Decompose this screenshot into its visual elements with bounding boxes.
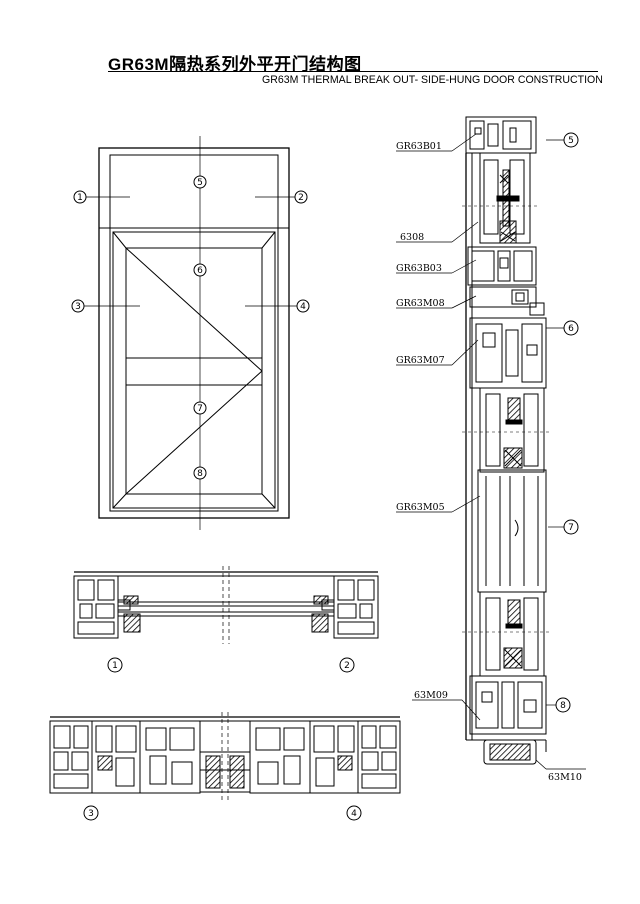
- section-callout-7-label: 7: [568, 523, 574, 533]
- hsection-callout-1-label: 1: [112, 661, 118, 671]
- label-63m10: 63M10: [548, 772, 582, 783]
- label-gr63m07: GR63M07: [396, 355, 445, 366]
- hsection-callout-4-label: 4: [351, 809, 357, 819]
- label-gr63b03: GR63B03: [396, 263, 442, 274]
- section-leaders: [396, 133, 586, 770]
- callout-1-label: 1: [77, 193, 83, 203]
- section-callouts: 5 6 7 8: [555, 132, 579, 713]
- label-6308: 6308: [400, 232, 424, 243]
- hsection-callout-1: [107, 657, 123, 673]
- section-callout-6: [563, 320, 579, 336]
- callout-7-label: 7: [197, 404, 203, 414]
- callout-6-label: 6: [197, 266, 203, 276]
- callout-2-label: 2: [298, 193, 304, 203]
- horizontal-section-1-2: [73, 566, 379, 644]
- door-elevation: [84, 136, 298, 530]
- horizontal-section-3-4: [49, 712, 401, 800]
- section-callout-8-label: 8: [560, 701, 566, 711]
- section-callout-6-label: 6: [568, 324, 574, 334]
- callout-5: [193, 175, 207, 189]
- callout-7: [193, 401, 207, 415]
- label-gr63b01: GR63B01: [396, 141, 442, 152]
- section-callout-8: [555, 697, 571, 713]
- elevation-callouts: 1 2 3 4 5 6 7 8: [71, 175, 310, 480]
- hsection-callout-3-label: 3: [88, 809, 94, 819]
- hsection-callout-2: [339, 657, 355, 673]
- section-callout-7: [563, 519, 579, 535]
- callout-3-label: 3: [75, 302, 81, 312]
- callout-4: [296, 299, 310, 313]
- section-1-2-callouts: 1 2: [107, 657, 355, 673]
- callout-5-label: 5: [197, 178, 203, 188]
- vertical-section: [462, 116, 550, 765]
- label-63m09: 63M09: [414, 690, 448, 701]
- callout-8: [193, 466, 207, 480]
- hsection-callout-4: [346, 805, 362, 821]
- callout-1: [73, 190, 87, 204]
- hsection-callout-2-label: 2: [344, 661, 350, 671]
- callout-4-label: 4: [300, 302, 306, 312]
- label-gr63m05: GR63M05: [396, 502, 445, 513]
- callout-6: [193, 263, 207, 277]
- drawing-title-en: GR63M THERMAL BREAK OUT- SIDE-HUNG DOOR …: [262, 74, 603, 86]
- callout-8-label: 8: [197, 469, 203, 479]
- section-callout-5: [563, 132, 579, 148]
- callout-2: [294, 190, 308, 204]
- hsection-callout-3: [83, 805, 99, 821]
- title-rule: [108, 71, 598, 72]
- section-callout-5-label: 5: [568, 136, 574, 146]
- drawing-title-cn: GR63M隔热系列外平开门结构图: [108, 55, 362, 74]
- section-3-4-callouts: 3 4: [83, 805, 362, 821]
- callout-3: [71, 299, 85, 313]
- section-profile-labels: GR63B01 6308 GR63B03 GR63M08 GR63M07 GR6…: [396, 141, 582, 783]
- label-gr63m08: GR63M08: [396, 298, 445, 309]
